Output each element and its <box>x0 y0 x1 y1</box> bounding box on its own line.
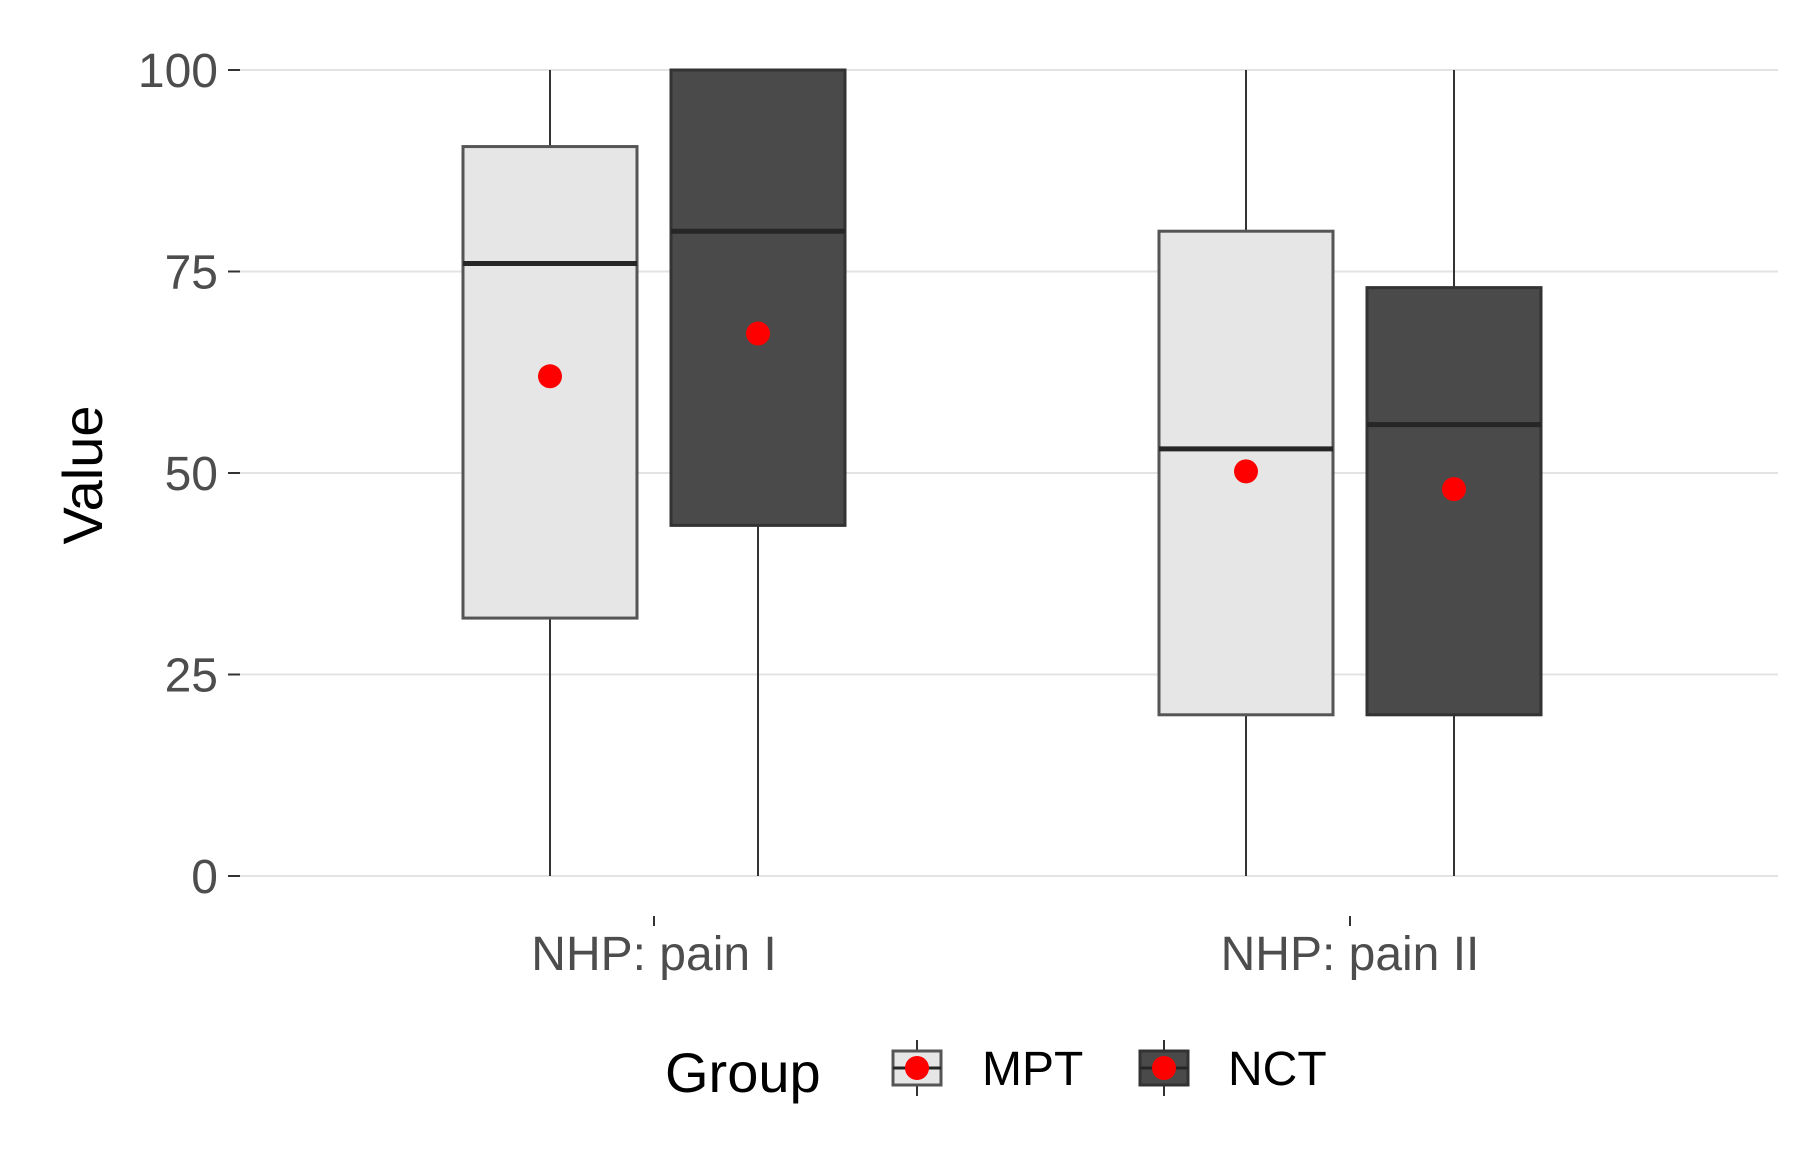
legend-title: Group <box>665 1041 821 1104</box>
mean-point <box>746 321 770 346</box>
mean-point <box>1442 477 1466 502</box>
x-axis: NHP: pain I NHP: pain II <box>531 916 1479 981</box>
y-tick-label: 100 <box>138 45 218 98</box>
y-tick-label: 75 <box>165 247 218 300</box>
x-tick-label: NHP: pain II <box>1221 928 1480 981</box>
legend-key-mean <box>905 1056 929 1080</box>
box-mpt-1 <box>461 70 639 876</box>
legend-label: NCT <box>1228 1043 1327 1096</box>
y-tick-label: 25 <box>165 650 218 703</box>
y-tick-label: 50 <box>165 448 218 501</box>
box-rect <box>669 68 847 527</box>
y-axis-title: Value <box>51 405 114 544</box>
box-nct-1 <box>669 68 847 876</box>
box-nct-2 <box>1365 70 1543 876</box>
box-mpt-2 <box>1157 70 1335 876</box>
legend-key-mpt <box>891 1040 943 1096</box>
x-tick-label: NHP: pain I <box>531 928 776 981</box>
y-tick-label: 0 <box>191 851 218 904</box>
legend-key-mean <box>1152 1056 1176 1080</box>
mean-point <box>1234 459 1258 484</box>
legend-label: MPT <box>982 1043 1083 1096</box>
legend-key-nct <box>1138 1040 1190 1096</box>
mean-point <box>538 364 562 389</box>
legend: Group MPT NCT <box>665 1040 1327 1104</box>
y-axis: 0 25 50 75 100 <box>138 45 240 904</box>
box-rect <box>1365 286 1543 717</box>
plot-area <box>461 68 1543 876</box>
